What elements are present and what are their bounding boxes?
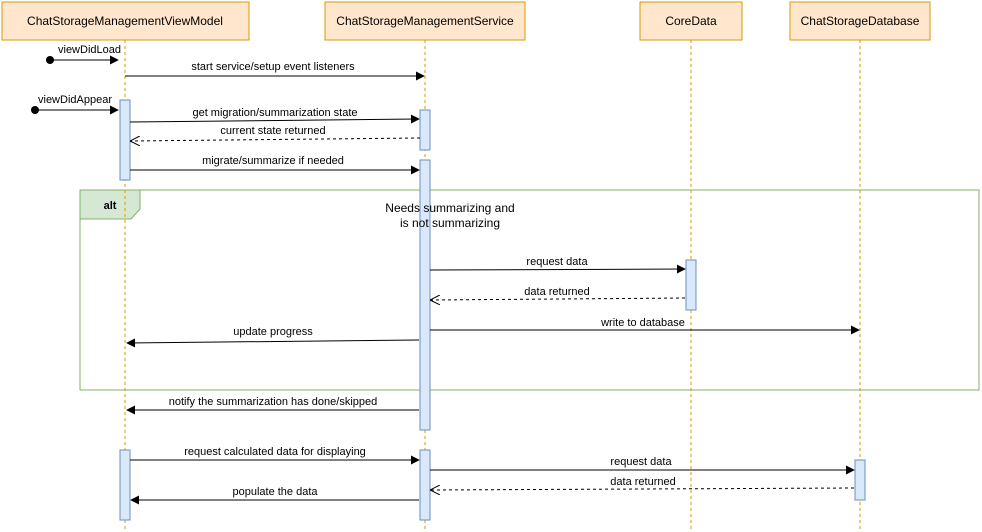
activation-viewmodel-1 xyxy=(119,99,131,181)
message-migrate-label: migrate/summarize if needed xyxy=(202,155,344,167)
message-update-progress: update progress xyxy=(126,326,420,348)
alt-fragment-label: alt xyxy=(104,200,117,212)
participant-service-label: ChatStorageManagementService xyxy=(336,14,514,28)
message-state-returned-label: current state returned xyxy=(220,125,325,137)
message-populate: populate the data xyxy=(130,486,419,505)
message-request-data-db-label: request data xyxy=(610,456,672,468)
message-write-db: write to database xyxy=(430,317,860,335)
participant-database: ChatStorageDatabase xyxy=(789,1,931,41)
message-request-data-db: request data xyxy=(430,456,855,475)
alt-guard-line1: Needs summarizing and xyxy=(385,201,514,215)
activation-service-3 xyxy=(419,449,431,521)
message-state-returned: current state returned xyxy=(131,125,421,141)
message-data-returned-core-label: data returned xyxy=(524,286,589,298)
participant-service: ChatStorageManagementService xyxy=(324,1,526,41)
activation-coredata xyxy=(685,259,697,311)
message-notify-done: notify the summarization has done/skippe… xyxy=(126,396,419,415)
message-request-data-core-label: request data xyxy=(526,256,588,268)
message-start-service-label: start service/setup event listeners xyxy=(191,61,355,73)
alt-guard-line2: is not summarizing xyxy=(400,216,500,230)
message-populate-label: populate the data xyxy=(232,486,318,498)
participant-coredata: CoreData xyxy=(639,1,743,41)
message-update-progress-label: update progress xyxy=(233,326,313,338)
message-data-returned-core: data returned xyxy=(431,286,686,300)
activation-database xyxy=(854,459,866,501)
message-data-returned-db: data returned xyxy=(431,476,855,490)
activation-viewmodel-2 xyxy=(119,449,131,521)
message-notify-done-label: notify the summarization has done/skippe… xyxy=(169,396,378,408)
message-request-calc: request calculated data for displaying xyxy=(130,446,420,465)
participant-coredata-label: CoreData xyxy=(665,14,717,28)
participant-viewmodel: ChatStorageManagementViewModel xyxy=(1,1,250,41)
message-start-service: start service/setup event listeners xyxy=(125,61,425,81)
message-get-state-label: get migration/summarization state xyxy=(192,107,357,119)
participant-viewmodel-label: ChatStorageManagementViewModel xyxy=(27,14,223,28)
message-migrate: migrate/summarize if needed xyxy=(130,155,420,175)
found-message-view-did-appear: viewDidAppear xyxy=(31,94,119,115)
found-message-view-did-appear-label: viewDidAppear xyxy=(38,94,112,106)
message-get-state: get migration/summarization state xyxy=(129,107,420,124)
message-request-calc-label: request calculated data for displaying xyxy=(184,446,366,458)
message-request-data-core: request data xyxy=(429,256,686,274)
activation-service-1 xyxy=(419,109,431,151)
message-write-db-label: write to database xyxy=(600,317,685,329)
found-message-view-did-load-label: viewDidLoad xyxy=(58,44,121,56)
participant-database-label: ChatStorageDatabase xyxy=(801,14,920,28)
found-message-view-did-load: viewDidLoad xyxy=(46,44,121,65)
message-data-returned-db-label: data returned xyxy=(610,476,675,488)
